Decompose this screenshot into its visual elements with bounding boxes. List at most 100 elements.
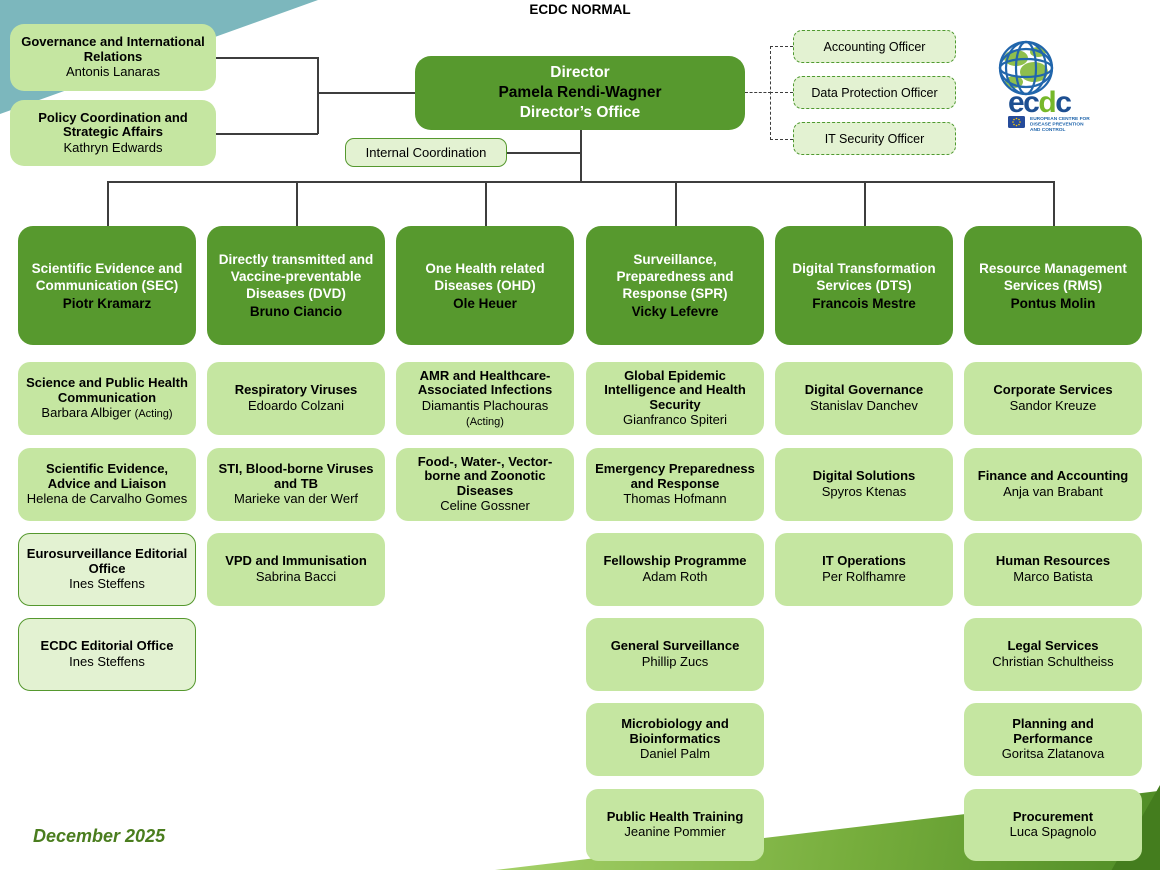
unit-title: ECDC Editorial Office — [40, 638, 174, 654]
svg-text:DISEASE PREVENTION: DISEASE PREVENTION — [1030, 122, 1084, 128]
officer-label: Data Protection Officer — [811, 85, 938, 100]
unit-box-vpd-immunisation: VPD and Immunisation Sabrina Bacci — [207, 533, 385, 606]
unit-head: Christian Schultheiss — [992, 653, 1114, 669]
connector-line — [107, 181, 1053, 183]
director-title: Director — [550, 63, 610, 81]
unit-title: Public Health Training — [606, 808, 744, 824]
unit-head: Barbara Albiger (Acting) — [41, 405, 172, 421]
unit-box-ecdc-editorial-office: ECDC Editorial Office Ines Steffens — [18, 618, 196, 691]
unit-title: Scientific Evidence, Advice and Liaison — [45, 461, 169, 491]
connector-line — [317, 57, 319, 134]
connector-line — [216, 57, 318, 59]
unit-head: Thomas Hofmann — [623, 491, 727, 507]
unit-head: Sandor Kreuze — [1009, 397, 1097, 413]
unit-title: Food-, Water-, Vector-borne and Zoonotic… — [417, 453, 553, 498]
unit-title: Finance and Accounting — [977, 468, 1129, 484]
unit-title: Respiratory Viruses — [234, 382, 358, 398]
officer-box-it-security: IT Security Officer — [793, 122, 956, 155]
svg-text:AND CONTROL: AND CONTROL — [1030, 127, 1066, 133]
dept-box-rms: Resource Management Services (RMS) Pontu… — [964, 226, 1142, 345]
unit-title: AMR and Healthcare-Associated Infections — [417, 367, 553, 398]
dept-head: Ole Heuer — [453, 295, 517, 311]
ecdc-logo-graphic: ecdc EUROPEAN CENTRE FOR DISEASE PREVENT… — [998, 40, 1090, 133]
connector-line — [296, 181, 298, 226]
unit-box-science-public-health-communication: Science and Public Health Communication … — [18, 362, 196, 435]
unit-head: Phillip Zucs — [641, 653, 709, 669]
unit-box-procurement: Procurement Luca Spagnolo — [964, 789, 1142, 861]
unit-box-corporate-services: Corporate Services Sandor Kreuze — [964, 362, 1142, 435]
unit-box-legal-services: Legal Services Christian Schultheiss — [964, 618, 1142, 691]
unit-box-digital-governance: Digital Governance Stanislav Danchev — [775, 362, 953, 435]
unit-box-scientific-evidence-advice-liaison: Scientific Evidence, Advice and Liaison … — [18, 448, 196, 521]
logo-caption: EUROPEAN CENTRE FOR DISEASE PREVENTION A… — [1030, 116, 1090, 133]
unit-head-name: Diamantis Plachouras — [421, 397, 549, 413]
unit-title: Digital Solutions — [812, 468, 916, 484]
unit-head: Edoardo Colzani — [247, 397, 345, 413]
unit-head: Adam Roth — [642, 568, 708, 584]
director-office: Director’s Office — [519, 104, 641, 122]
unit-head: Daniel Palm — [639, 746, 711, 762]
unit-head-suffix: (Acting) — [466, 415, 504, 428]
unit-title: Governance and International Relations — [21, 34, 205, 64]
unit-box-eurosurveillance-editorial-office: Eurosurveillance Editorial Office Ines S… — [18, 533, 196, 606]
unit-box-amr-healthcare-associated-infections: AMR and Healthcare-Associated Infections… — [396, 362, 574, 435]
svg-text:EUROPEAN CENTRE FOR: EUROPEAN CENTRE FOR — [1030, 116, 1090, 122]
dashed-connector-line — [770, 139, 793, 140]
date-label: December 2025 — [33, 826, 166, 846]
connector-line — [485, 181, 487, 226]
officer-box-data-protection: Data Protection Officer — [793, 76, 956, 109]
connector-line — [317, 92, 415, 94]
connector-line — [1053, 181, 1055, 226]
unit-box-microbiology-bioinformatics: Microbiology and Bioinformatics Daniel P… — [586, 703, 764, 776]
dept-head: Piotr Kramarz — [62, 295, 152, 311]
officer-box-accounting: Accounting Officer — [793, 30, 956, 63]
internal-coordination-label: Internal Coordination — [365, 145, 487, 160]
dept-title: Resource Management Services (RMS) — [979, 260, 1127, 293]
unit-box-food-water-vector-borne-zoonotic: Food-, Water-, Vector-borne and Zoonotic… — [396, 448, 574, 521]
unit-head: Gianfranco Spiteri — [622, 412, 728, 428]
dashed-connector-line — [770, 46, 793, 47]
unit-title: General Surveillance — [610, 638, 740, 654]
unit-box-digital-solutions: Digital Solutions Spyros Ktenas — [775, 448, 953, 521]
unit-box-human-resources: Human Resources Marco Batista — [964, 533, 1142, 606]
connector-line — [864, 181, 866, 226]
unit-box-emergency-preparedness-response: Emergency Preparedness and Response Thom… — [586, 448, 764, 521]
unit-head: Spyros Ktenas — [821, 483, 907, 499]
unit-head-name: Barbara Albiger — [41, 405, 132, 421]
unit-title: Global Epidemic Intelligence and Health … — [604, 367, 746, 412]
unit-box-fellowship-programme: Fellowship Programme Adam Roth — [586, 533, 764, 606]
unit-box-respiratory-viruses: Respiratory Viruses Edoardo Colzani — [207, 362, 385, 435]
unit-box-finance-accounting: Finance and Accounting Anja van Brabant — [964, 448, 1142, 521]
globe-icon — [998, 40, 1054, 96]
unit-title: Science and Public Health Communication — [26, 375, 188, 405]
unit-title: Fellowship Programme — [603, 553, 747, 569]
unit-head: Per Rolfhamre — [822, 568, 906, 584]
unit-box-general-surveillance: General Surveillance Phillip Zucs — [586, 618, 764, 691]
connector-line — [507, 152, 581, 154]
unit-head: Anja van Brabant — [1003, 483, 1103, 499]
dept-title: Surveillance, Preparedness and Response … — [616, 252, 734, 301]
unit-title: Microbiology and Bioinformatics — [621, 716, 729, 746]
dept-head: Francois Mestre — [812, 295, 916, 311]
unit-head: Helena de Carvalho Gomes — [26, 491, 188, 507]
unit-box-governance-international-relations: Governance and International Relations A… — [10, 24, 216, 91]
unit-head: Ines Steffens — [69, 653, 145, 669]
unit-title: Procurement — [1012, 808, 1094, 824]
unit-head: Luca Spagnolo — [1009, 824, 1097, 840]
unit-head: Diamantis Plachouras (Acting) — [403, 397, 567, 429]
unit-head: Marco Batista — [1013, 568, 1093, 584]
dept-head: Bruno Ciancio — [249, 304, 343, 319]
dept-box-ohd: One Health related Diseases (OHD) Ole He… — [396, 226, 574, 345]
dept-box-spr: Surveillance, Preparedness and Response … — [586, 226, 764, 345]
dashed-connector-line — [745, 92, 771, 93]
unit-head: Sabrina Bacci — [255, 568, 337, 584]
unit-head: Stanislav Danchev — [810, 397, 918, 413]
unit-title: Policy Coordination and Strategic Affair… — [38, 109, 188, 140]
dept-title: Scientific Evidence and Communication (S… — [31, 260, 183, 293]
unit-title: Emergency Preparedness and Response — [595, 461, 755, 491]
unit-box-it-operations: IT Operations Per Rolfhamre — [775, 533, 953, 606]
internal-coordination-box: Internal Coordination — [345, 138, 507, 167]
unit-title: Planning and Performance — [1012, 716, 1094, 746]
unit-head: Jeanine Pommier — [624, 824, 726, 840]
